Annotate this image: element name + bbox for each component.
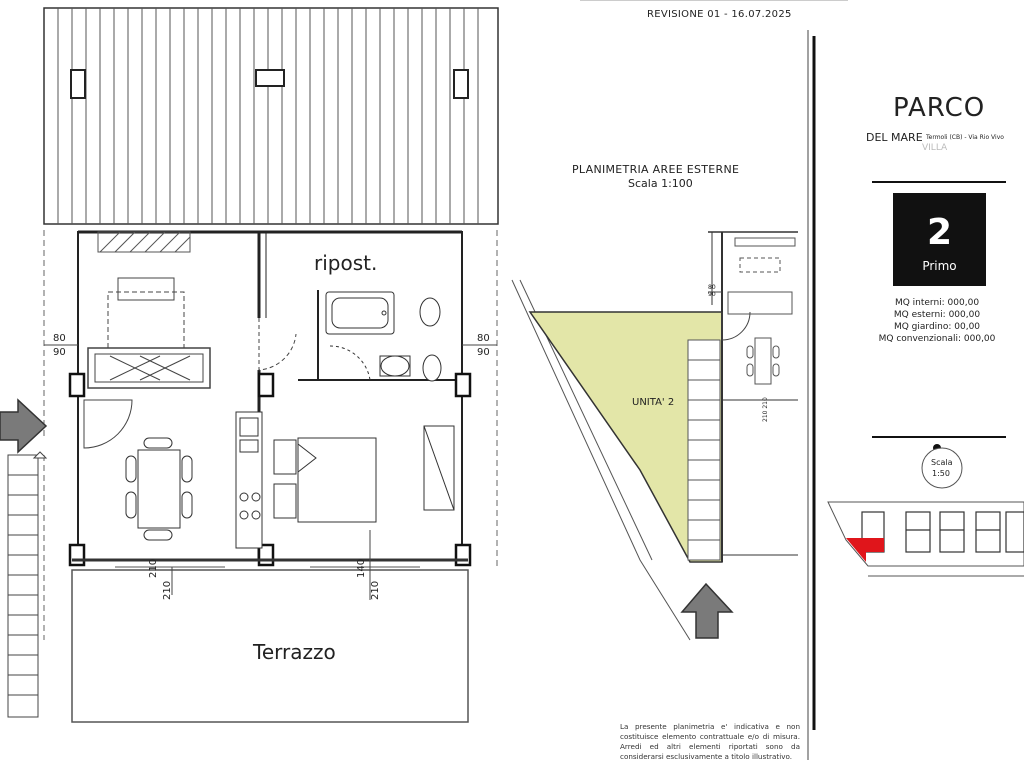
brand-location: Termoli (CB) - Via Rio Vivo: [926, 134, 1004, 141]
disclaimer: La presente planimetria e' indicativa e …: [620, 722, 800, 761]
area-conventional: MQ convenzionali: 000,00: [878, 334, 996, 344]
revision-label: REVISIONE 01 - 16.07.2025: [647, 9, 792, 20]
access-arrow: [680, 582, 734, 639]
roof: [43, 7, 499, 225]
site-plan-title: PLANIMETRIA AREE ESTERNE: [572, 163, 740, 176]
window: [97, 231, 191, 253]
dim-site-vertical: 210 210: [762, 397, 769, 422]
unit-2-area: [528, 311, 723, 563]
dim-left-b: 90: [53, 347, 66, 358]
key-plan: [827, 501, 1024, 577]
bedroom-furniture: [273, 425, 455, 523]
dim-window-2: 210: [162, 580, 173, 600]
site-plan-scale: Scala 1:100: [628, 177, 693, 190]
dim-right-a: 80: [477, 333, 490, 344]
unit-badge: 2 Primo: [893, 193, 986, 286]
skylight: [70, 69, 86, 99]
unit-2-label: UNITA' 2: [632, 397, 675, 408]
skylight: [255, 69, 285, 87]
living-furniture: [87, 277, 211, 389]
unit-floor: Primo: [922, 259, 957, 273]
room-storage: ripost.: [314, 251, 378, 275]
scale-value: 1:50: [932, 469, 950, 478]
dim-right-b: 90: [477, 347, 490, 358]
unit-marker: [846, 538, 884, 562]
site-plan: [511, 231, 798, 641]
dim-window-4: 210: [370, 580, 381, 600]
areas-list: MQ interni: 000,00 MQ esterni: 000,00 MQ…: [872, 297, 1002, 345]
scale-indicator: [921, 444, 963, 489]
dim-left-a: 80: [53, 333, 66, 344]
dim-window-3: 140: [356, 558, 367, 578]
kitchen: [235, 411, 263, 549]
entry-arrow: [0, 398, 48, 454]
brand-subtitle: DEL MARE: [866, 131, 923, 144]
area-internal: MQ interni: 000,00: [894, 298, 980, 308]
brand-type: VILLA: [922, 143, 948, 153]
bathroom: [325, 291, 442, 382]
dim-window-1: 210: [148, 558, 159, 578]
area-garden: MQ giardino: 00,00: [893, 322, 981, 332]
dim-site-a: 80: [708, 284, 716, 291]
terrace: [71, 558, 469, 723]
dining-table: [125, 437, 193, 541]
room-terrace: Terrazzo: [253, 640, 336, 664]
brand-title: PARCO: [893, 93, 986, 123]
scale-label: Scala: [931, 458, 953, 467]
external-stairs: [7, 451, 48, 718]
skylight: [453, 69, 469, 99]
unit-number: 2: [926, 212, 953, 253]
area-external: MQ esterni: 000,00: [893, 310, 981, 320]
dim-site-b: 90: [708, 291, 716, 298]
